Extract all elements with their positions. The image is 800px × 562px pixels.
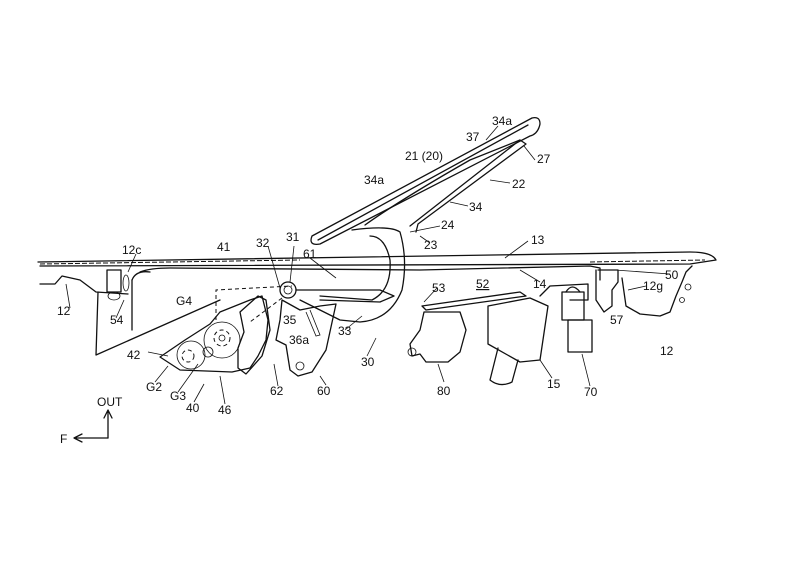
label-22: 22 [512, 177, 526, 191]
label-53: 53 [432, 281, 446, 295]
label-30: 30 [361, 355, 375, 369]
label-61: 61 [303, 247, 317, 261]
label-34a: 34a [492, 114, 512, 128]
gear-unit-40 [159, 285, 293, 375]
label-34: 34 [469, 200, 483, 214]
door-flap-21 [310, 116, 541, 245]
label-24: 24 [441, 218, 455, 232]
label-34a-left: 34a [364, 173, 384, 187]
label-14: 14 [533, 277, 547, 291]
label-13: 13 [531, 233, 545, 247]
label-27: 27 [537, 152, 551, 166]
label-80: 80 [437, 384, 451, 398]
instrument-panel [37, 251, 717, 331]
label-21: 21 (20) [405, 149, 443, 163]
label-12c: 12c [122, 243, 141, 257]
label-36a: 36a [289, 333, 309, 347]
label-23: 23 [424, 238, 438, 252]
label-32: 32 [256, 236, 270, 250]
label-57: 57 [610, 313, 624, 327]
label-33: 33 [338, 324, 352, 338]
bracket-12-left [39, 269, 221, 356]
label-12-right: 12 [660, 344, 674, 358]
label-35: 35 [283, 313, 297, 327]
bracket-12-right [595, 265, 693, 317]
label-front: F [60, 432, 67, 446]
label-52: 52 [476, 277, 490, 291]
label-41: 41 [217, 240, 231, 254]
label-out: OUT [97, 395, 123, 409]
label-70: 70 [584, 385, 598, 399]
label-62: 62 [270, 384, 284, 398]
label-G3: G3 [170, 389, 186, 403]
label-12g: 12g [643, 279, 663, 293]
direction-indicator [73, 409, 113, 443]
leader-lines [65, 125, 671, 405]
label-31: 31 [286, 230, 300, 244]
label-12-left: 12 [57, 304, 71, 318]
arm-33 [295, 227, 406, 323]
label-60: 60 [317, 384, 331, 398]
pivot-and-plate-60 [249, 281, 337, 377]
actuators [407, 283, 593, 386]
label-G2: G2 [146, 380, 162, 394]
label-15: 15 [547, 377, 561, 391]
label-G4: G4 [176, 294, 192, 308]
reference-labels: 34a 37 21 (20) 27 34a 22 34 24 23 13 12c… [57, 114, 679, 446]
label-42: 42 [127, 348, 141, 362]
label-40: 40 [186, 401, 200, 415]
label-37: 37 [466, 130, 480, 144]
label-54: 54 [110, 313, 124, 327]
label-50: 50 [665, 268, 679, 282]
label-46: 46 [218, 403, 232, 417]
